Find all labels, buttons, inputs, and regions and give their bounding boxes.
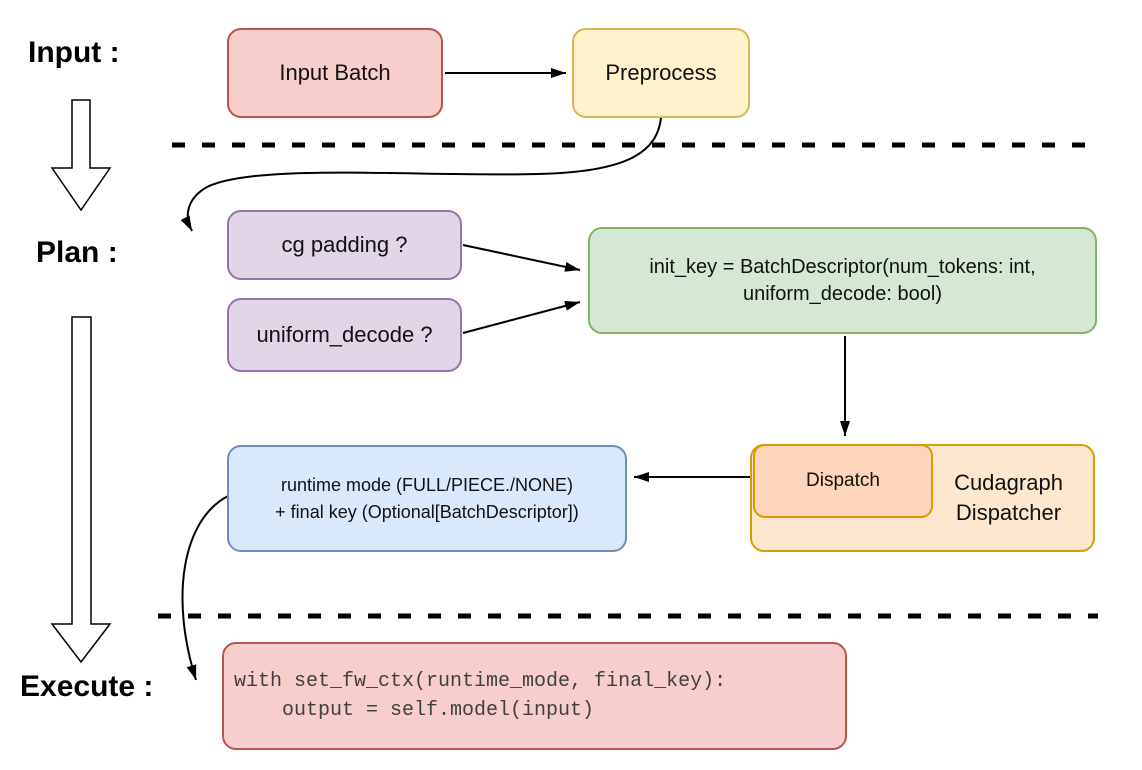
- node-cg-padding-label: cg padding ?: [281, 232, 408, 257]
- stage-label-plan: Plan :: [36, 236, 118, 269]
- execute-code-line2: output = self.model(input): [234, 699, 595, 722]
- node-runtime-line1: runtime mode (FULL/PIECE./NONE): [280, 474, 574, 495]
- stage-label-execute: Execute :: [20, 670, 154, 703]
- node-preprocess: Preprocess: [572, 28, 750, 118]
- arrow-uniformdecode-to-initkey: [462, 301, 581, 334]
- node-dispatch-label: Dispatch: [806, 470, 880, 491]
- stage-arrow-plan-to-execute: [50, 316, 112, 664]
- node-input-batch: Input Batch: [227, 28, 443, 118]
- node-preprocess-label: Preprocess: [605, 60, 717, 85]
- node-runtime-mode: runtime mode (FULL/PIECE./NONE) + final …: [227, 445, 627, 552]
- node-cudagraph-dispatcher-label: Cudagraph Dispatcher: [926, 468, 1091, 528]
- node-init-key-line2: uniform_decode: bool): [742, 282, 942, 305]
- arrow-cgpadding-to-initkey: [462, 244, 581, 272]
- node-dispatch: Dispatch: [753, 444, 933, 518]
- node-execute-code: with set_fw_ctx(runtime_mode, final_key)…: [222, 642, 847, 750]
- execute-code-line1: with set_fw_ctx(runtime_mode, final_key)…: [234, 670, 727, 693]
- arrow-runtimemode-to-execute: [181, 495, 229, 681]
- node-cg-padding: cg padding ?: [227, 210, 462, 280]
- node-init-key: init_key = BatchDescriptor(num_tokens: i…: [588, 227, 1097, 334]
- stage-arrow-input-to-plan: [50, 99, 112, 212]
- node-uniform-decode: uniform_decode ?: [227, 298, 462, 372]
- node-init-key-line1: init_key = BatchDescriptor(num_tokens: i…: [649, 255, 1036, 278]
- node-uniform-decode-label: uniform_decode ?: [256, 322, 433, 347]
- node-cudagraph-line2: Dispatcher: [955, 500, 1062, 525]
- node-cudagraph-line1: Cudagraph: [954, 470, 1063, 495]
- arrow-preprocess-to-cgpadding: [180, 117, 662, 232]
- node-runtime-line2: + final key (Optional[BatchDescriptor]): [275, 501, 579, 522]
- stage-label-input: Input :: [28, 36, 120, 69]
- node-input-batch-label: Input Batch: [279, 60, 391, 85]
